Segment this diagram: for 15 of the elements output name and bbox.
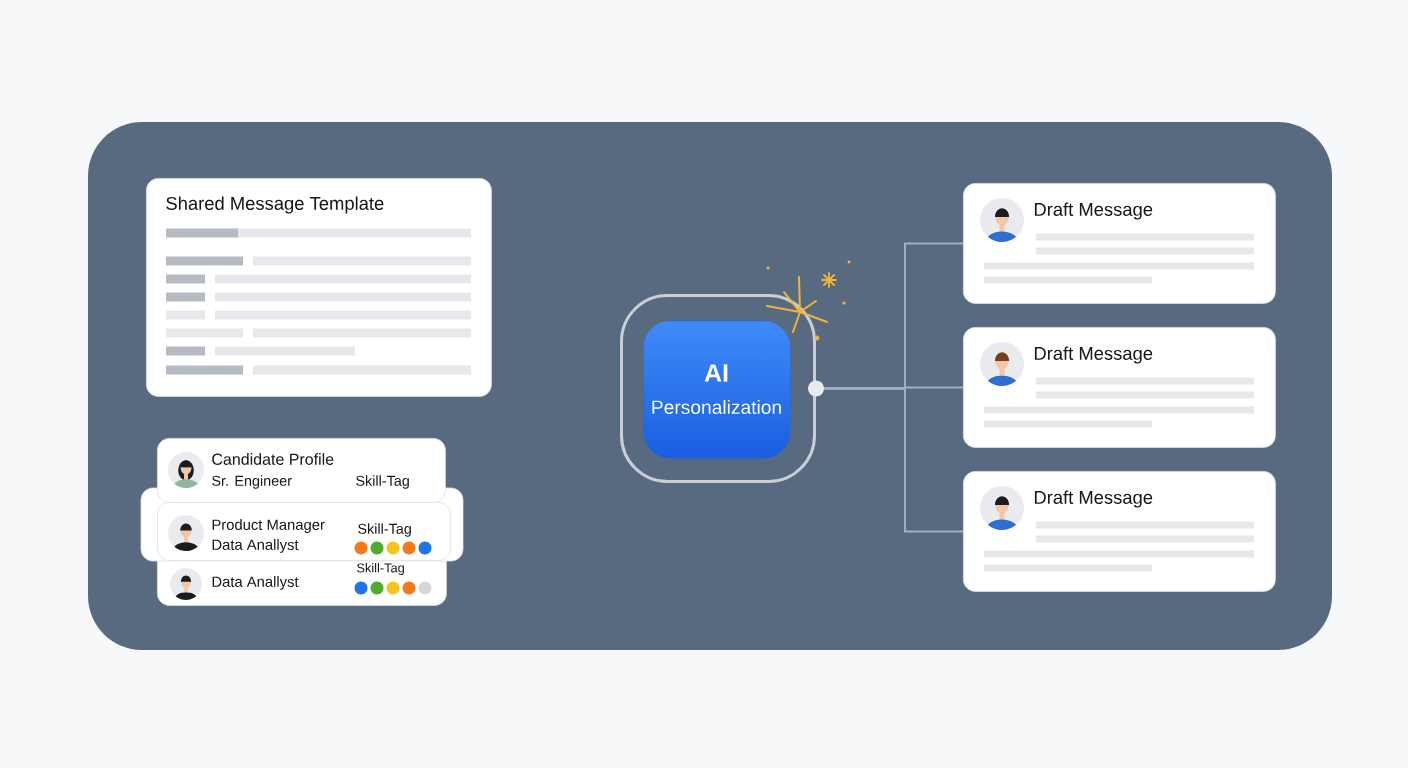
job-title: Sr. Engineer bbox=[212, 475, 292, 489]
card-title: Candidate Profile bbox=[212, 453, 334, 465]
job-title: Data Anallyst bbox=[212, 576, 299, 590]
job-title: Product Manager bbox=[212, 519, 325, 533]
card-title: Shared Message Template bbox=[166, 196, 384, 214]
card-title: Draft Message bbox=[1034, 490, 1153, 508]
ai-label: AI bbox=[704, 364, 728, 382]
job-title: Data Anallyst bbox=[212, 539, 299, 553]
ai-label: Personalization bbox=[652, 400, 781, 415]
card-title: Draft Message bbox=[1034, 202, 1153, 220]
connector-line bbox=[823, 387, 964, 533]
tag-label: Skill-Tag bbox=[357, 563, 404, 575]
tag-label: Skill-Tag bbox=[356, 475, 409, 489]
card-title: Draft Message bbox=[1034, 346, 1153, 364]
tag-label: Skill-Tag bbox=[358, 523, 411, 537]
